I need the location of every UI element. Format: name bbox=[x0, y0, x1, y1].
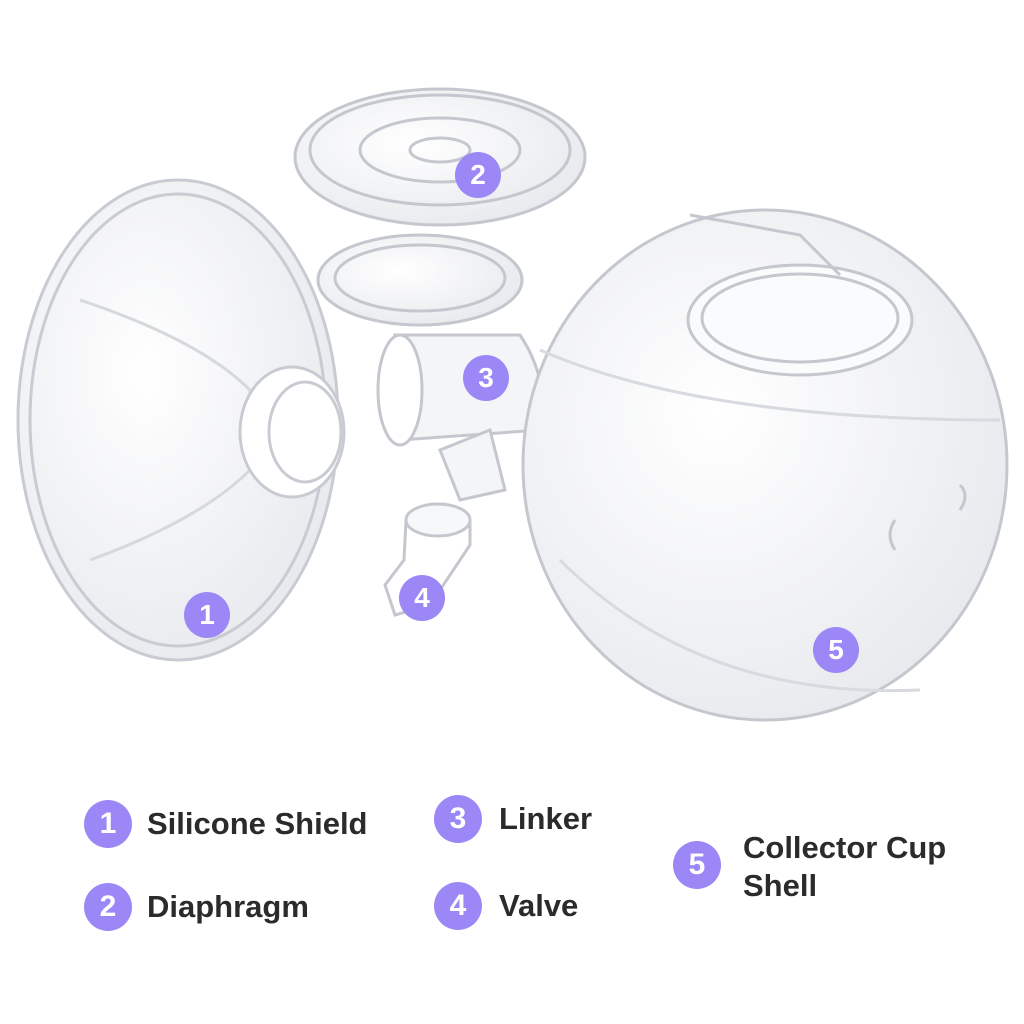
silicone-shield-part bbox=[16, 178, 346, 662]
linker-part bbox=[316, 233, 544, 502]
legend-badge-2: 2 bbox=[84, 883, 132, 931]
callout-badge-2: 2 bbox=[455, 152, 501, 198]
legend-badge-5: 5 bbox=[673, 841, 721, 889]
legend-label-silicone-shield: Silicone Shield bbox=[147, 806, 368, 841]
legend-badge-4: 4 bbox=[434, 882, 482, 930]
diaphragm-part bbox=[293, 87, 587, 227]
legend-label-linker: Linker bbox=[499, 801, 593, 836]
callout-badge-4: 4 bbox=[399, 575, 445, 621]
callout-badge-3: 3 bbox=[463, 355, 509, 401]
callout-badge-1: 1 bbox=[184, 592, 230, 638]
legend-label-shell: Shell bbox=[743, 868, 818, 903]
legend-badge-1: 1 bbox=[84, 800, 132, 848]
callout-badge-5: 5 bbox=[813, 627, 859, 673]
legend-label-collector-cup: Collector Cup bbox=[743, 830, 947, 865]
valve-part bbox=[383, 502, 472, 617]
collector-cup-shell-part bbox=[521, 208, 1009, 722]
legend-label-diaphragm: Diaphragm bbox=[147, 889, 309, 924]
legend-label-valve: Valve bbox=[499, 888, 579, 923]
legend-badge-3: 3 bbox=[434, 795, 482, 843]
